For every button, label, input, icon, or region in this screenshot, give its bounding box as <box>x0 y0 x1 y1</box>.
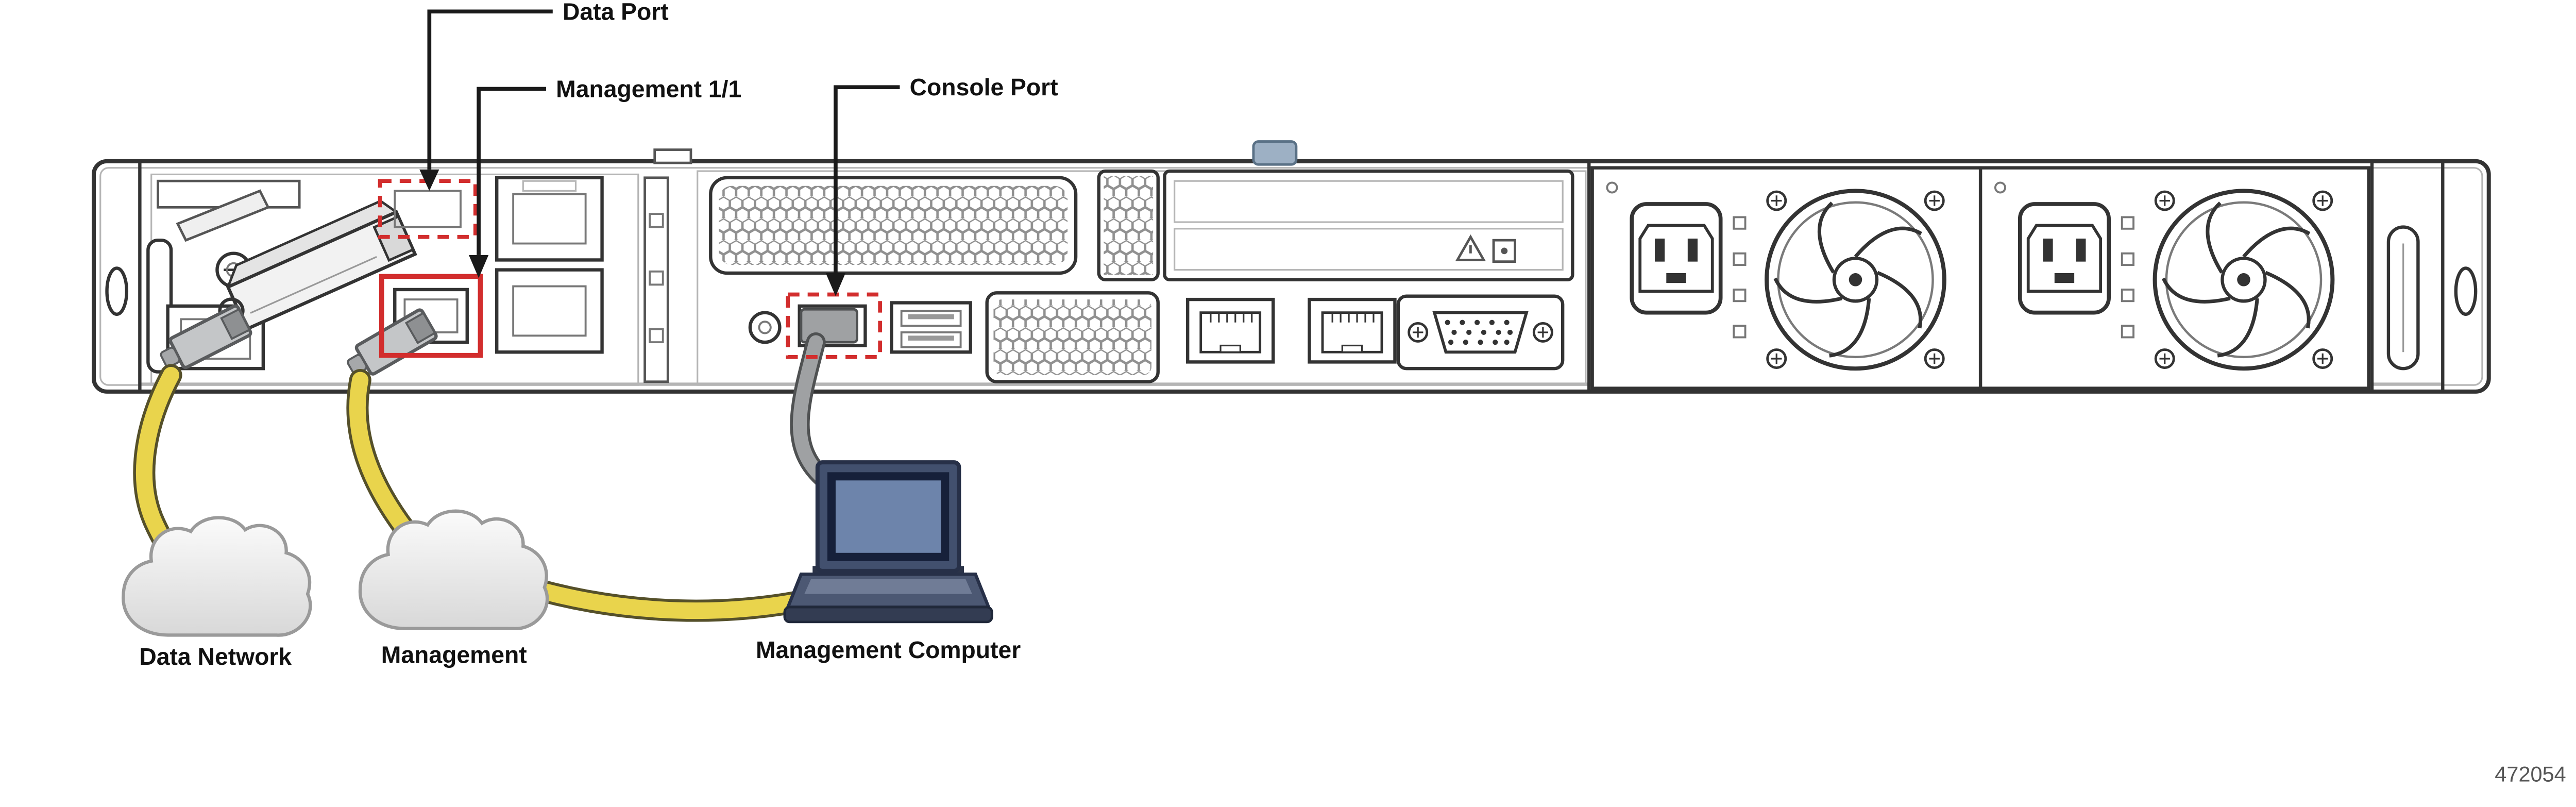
power-inlet <box>2020 204 2109 313</box>
arrow-down-icon <box>419 169 439 191</box>
chassis-top-tab <box>653 148 692 164</box>
screw-icon <box>1768 192 1786 210</box>
network-port-lower <box>495 268 604 354</box>
vent-grille-top <box>709 176 1078 275</box>
chassis-divider-strip <box>643 176 669 383</box>
laptop-icon <box>783 460 993 624</box>
vga-port <box>1396 294 1565 371</box>
screw-icon <box>1768 349 1786 367</box>
callout-console-port: Console Port <box>825 74 1058 296</box>
screw-icon <box>1925 349 1943 367</box>
vga-pins <box>1445 320 1513 345</box>
vent-grille-lower <box>985 291 1160 383</box>
figure-number: 472054 <box>2495 762 2566 786</box>
fan-icon <box>1767 191 1944 368</box>
arrow-down-icon <box>468 255 489 278</box>
usb-port <box>890 301 972 354</box>
console-port-highlight <box>786 292 882 359</box>
server-chassis <box>91 140 2491 394</box>
data-network-cloud: Data Network <box>123 518 310 670</box>
psu-1 <box>1590 166 1982 390</box>
screw-icon <box>2156 192 2174 210</box>
expansion-slot <box>1163 169 1574 281</box>
mounting-hole-icon <box>105 266 129 316</box>
rack-ear-left <box>105 161 142 392</box>
screw-icon <box>1409 323 1427 341</box>
reset-button <box>748 311 782 344</box>
management-cloud: Management <box>360 511 547 668</box>
psu-led <box>1994 181 2006 194</box>
warning-icon <box>1455 234 1486 261</box>
management-computer-laptop: Management Computer <box>756 460 1021 663</box>
label-plate-icon <box>1492 239 1516 263</box>
psu-2 <box>1978 166 2370 390</box>
screw-icon <box>2314 349 2332 367</box>
management-label: Management <box>381 642 527 668</box>
ethernet-port-2 <box>1309 299 1395 362</box>
data-port-label: Data Port <box>563 0 669 25</box>
rack-ear-right <box>2441 161 2478 392</box>
management-computer-label: Management Computer <box>756 636 1021 663</box>
data-network-label: Data Network <box>139 643 292 670</box>
sfp-module <box>218 199 417 331</box>
console-port-label: Console Port <box>910 74 1058 100</box>
vent-grille-side <box>1097 169 1160 281</box>
screw-icon <box>2314 192 2332 210</box>
management-port-highlight <box>379 274 483 358</box>
arrow-down-icon <box>825 273 846 296</box>
chassis-handle-right <box>2386 225 2420 371</box>
psu-led <box>1606 181 1618 194</box>
power-inlet <box>1632 204 1720 313</box>
chassis-release-tab <box>1252 140 1298 166</box>
network-port-upper <box>495 176 604 262</box>
screw-icon <box>1534 323 1552 341</box>
callout-management-port: Management 1/1 <box>468 75 741 278</box>
io-panel <box>697 169 1587 386</box>
ethernet-port-1 <box>1188 299 1273 362</box>
screw-icon <box>2156 349 2174 367</box>
cloud-icon <box>360 511 547 629</box>
module-latch <box>176 189 270 242</box>
screw-icon <box>1925 192 1943 210</box>
management-port-label: Management 1/1 <box>556 75 741 102</box>
mounting-hole-icon <box>2454 266 2478 316</box>
fan-icon <box>2155 191 2333 368</box>
callout-data-port: Data Port <box>419 0 669 191</box>
